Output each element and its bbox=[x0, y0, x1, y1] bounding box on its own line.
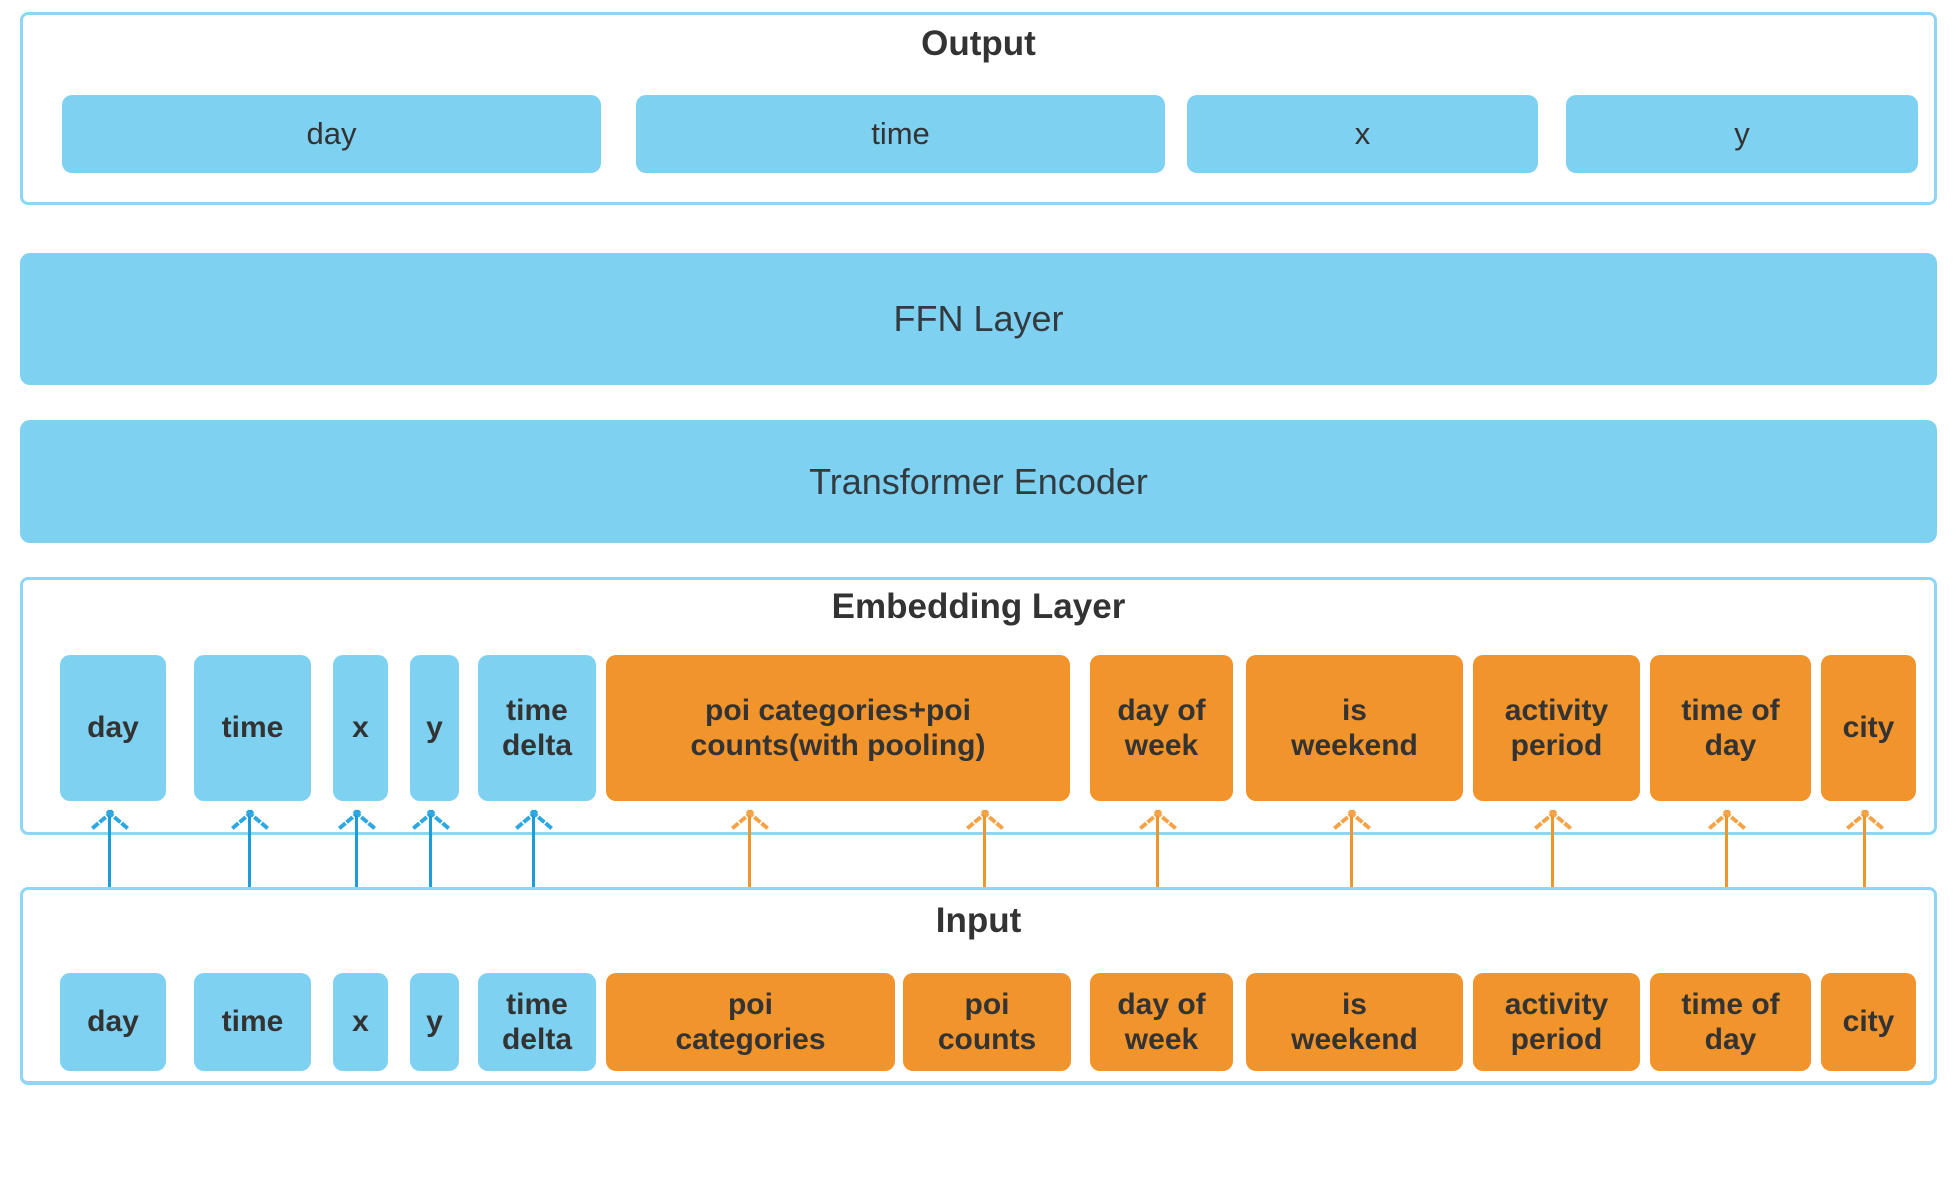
embedding-layer-section: Embedding Layer day time x y time delta … bbox=[20, 577, 1937, 835]
embedding-box-activity-period: activity period bbox=[1473, 655, 1640, 801]
input-box-day: day bbox=[60, 973, 166, 1071]
embedding-box-time-delta: time delta bbox=[478, 655, 596, 801]
output-title: Output bbox=[921, 24, 1036, 63]
input-box-time-of-day: time of day bbox=[1650, 973, 1811, 1071]
embedding-box-y: y bbox=[410, 655, 459, 801]
output-box-x: x bbox=[1187, 95, 1538, 173]
input-section: Input day time x y time delta poi catego… bbox=[20, 887, 1937, 1085]
embedding-box-x: x bbox=[333, 655, 388, 801]
transformer-encoder-box: Transformer Encoder bbox=[20, 420, 1937, 543]
embedding-box-time-of-day: time of day bbox=[1650, 655, 1811, 801]
embedding-box-day: day bbox=[60, 655, 166, 801]
embedding-box-time: time bbox=[194, 655, 311, 801]
input-box-poi-categories: poi categories bbox=[606, 973, 895, 1071]
input-title: Input bbox=[935, 901, 1022, 940]
output-box-day: day bbox=[62, 95, 601, 173]
output-box-time: time bbox=[636, 95, 1165, 173]
input-box-time-delta: time delta bbox=[478, 973, 596, 1071]
input-box-poi-counts: poi counts bbox=[903, 973, 1071, 1071]
embedding-box-poi-pooled: poi categories+poi counts(with pooling) bbox=[606, 655, 1070, 801]
input-box-is-weekend: is weekend bbox=[1246, 973, 1463, 1071]
input-box-time: time bbox=[194, 973, 311, 1071]
output-section: Output day time x y bbox=[20, 12, 1937, 205]
embedding-box-is-weekend: is weekend bbox=[1246, 655, 1463, 801]
ffn-layer-box: FFN Layer bbox=[20, 253, 1937, 385]
input-box-city: city bbox=[1821, 973, 1916, 1071]
input-box-x: x bbox=[333, 973, 388, 1071]
embedding-box-city: city bbox=[1821, 655, 1916, 801]
input-box-activity-period: activity period bbox=[1473, 973, 1640, 1071]
input-box-day-of-week: day of week bbox=[1090, 973, 1233, 1071]
input-box-y: y bbox=[410, 973, 459, 1071]
output-box-y: y bbox=[1566, 95, 1918, 173]
embedding-box-day-of-week: day of week bbox=[1090, 655, 1233, 801]
embedding-layer-title: Embedding Layer bbox=[831, 587, 1126, 626]
